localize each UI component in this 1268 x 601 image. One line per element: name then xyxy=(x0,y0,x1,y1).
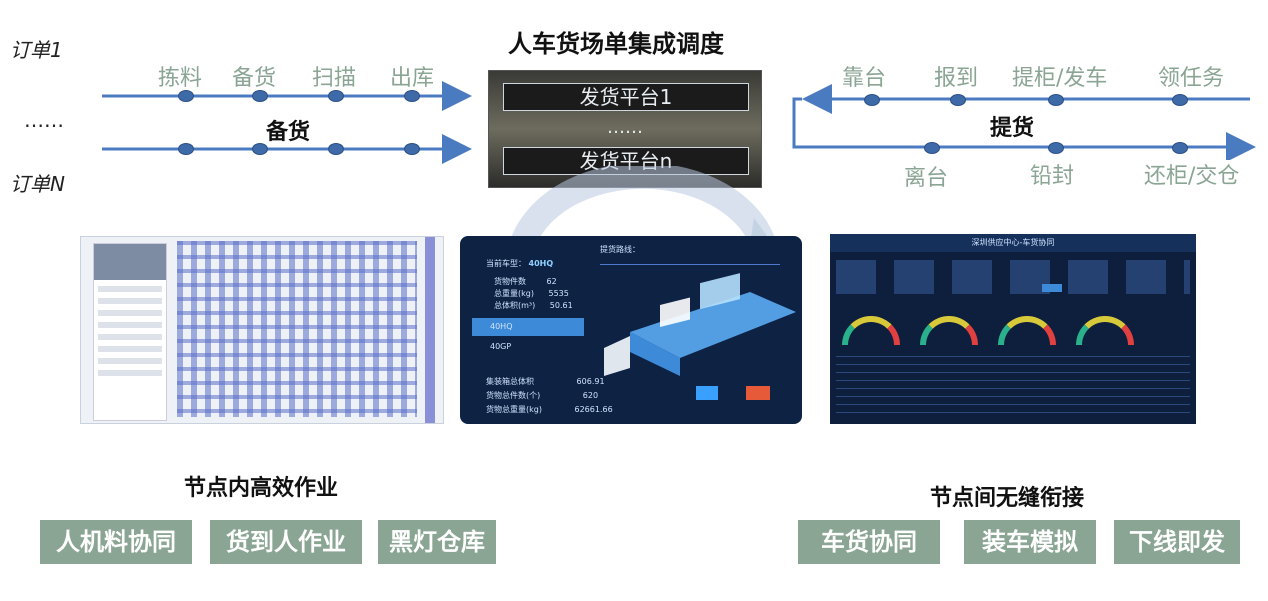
right-step-bottom-2: 铅封 xyxy=(1030,164,1075,189)
truck-mini-icons xyxy=(696,386,770,400)
truck-item-label: 货物件数 xyxy=(494,277,526,286)
warehouse-list-table xyxy=(93,243,167,421)
left-tag-2: 货到人作业 xyxy=(210,520,362,564)
right-bottom-heading: 节点间无缝衔接 xyxy=(930,486,1085,511)
dashboard-filter-area xyxy=(836,260,1190,294)
order-ellipsis: …… xyxy=(24,108,64,132)
right-node xyxy=(1172,94,1188,106)
truck-tab-40gp[interactable]: 40GP xyxy=(490,342,512,351)
right-step-bottom-1: 离台 xyxy=(904,166,949,191)
right-node xyxy=(1048,94,1064,106)
truck-item-value: 5535 xyxy=(548,289,569,298)
left-step-4: 出库 xyxy=(390,66,435,91)
truck-route-line xyxy=(600,264,780,265)
truck-loading-panel: 当前车型： 40HQ 货物件数 62 总重量(kg) 5535 总体积(m³) … xyxy=(460,236,802,424)
right-flow-arrow-return xyxy=(792,97,1256,160)
right-step-top-4: 领任务 xyxy=(1158,66,1225,91)
warehouse-map-panel xyxy=(80,236,444,424)
truck-3d-illustration xyxy=(604,273,796,376)
left-step-2: 备货 xyxy=(232,66,277,91)
order-first-label: 订单1 xyxy=(10,38,63,62)
left-node xyxy=(252,143,268,155)
diagram-title: 人车货场单集成调度 xyxy=(508,30,724,58)
right-flow-label: 提货 xyxy=(990,116,1035,141)
truck-bottom-label: 货物总件数(个) xyxy=(486,391,541,400)
platform-last: 发货平台n xyxy=(503,147,749,175)
truck-item-label: 总体积(m³) xyxy=(494,301,536,310)
left-node xyxy=(404,143,420,155)
right-node xyxy=(924,142,940,154)
right-node xyxy=(864,94,880,106)
truck-bottom-value: 620 xyxy=(582,391,599,400)
right-node xyxy=(1048,142,1064,154)
left-node xyxy=(178,143,194,155)
right-step-bottom-3: 还柜/交仓 xyxy=(1144,164,1240,189)
left-node xyxy=(328,90,344,102)
left-step-1: 拣料 xyxy=(158,66,203,91)
truck-bottom-label: 集装箱总体积 xyxy=(486,377,534,386)
right-flow-lines xyxy=(792,84,1256,160)
truck-bottom-value: 606.91 xyxy=(576,377,605,386)
warehouse-grid xyxy=(177,241,417,417)
left-bottom-heading: 节点内高效作业 xyxy=(184,476,339,501)
left-node xyxy=(404,90,420,102)
left-tag-1: 人机料协同 xyxy=(40,520,192,564)
left-node xyxy=(252,90,268,102)
warehouse-aisle-strip xyxy=(425,237,435,423)
right-node xyxy=(950,94,966,106)
truck-bottom-value: 62661.66 xyxy=(574,405,613,414)
truck-item-label: 当前车型： xyxy=(486,259,526,268)
right-tag-2: 装车模拟 xyxy=(964,520,1096,564)
left-flow-label: 备货 xyxy=(266,120,311,145)
order-last-label: 订单N xyxy=(10,172,65,196)
gauge-1 xyxy=(842,316,900,345)
right-step-top-1: 靠台 xyxy=(842,66,887,91)
dashboard-header: 深圳供应中心-车货协同 xyxy=(830,234,1196,252)
truck-item-value: 50.61 xyxy=(549,301,573,310)
right-step-top-3: 提柜/发车 xyxy=(1012,66,1108,91)
left-tag-3: 黑灯仓库 xyxy=(378,520,496,564)
truck-item-value: 62 xyxy=(546,277,557,286)
truck-bottom-label: 货物总重量(kg) xyxy=(486,405,542,414)
right-tag-3: 下线即发 xyxy=(1114,520,1240,564)
right-node xyxy=(1172,142,1188,154)
truck-tab-40hq[interactable]: 40HQ xyxy=(472,318,584,336)
gauge-4 xyxy=(1076,316,1134,345)
gauge-2 xyxy=(920,316,978,345)
truck-item-label: 总重量(kg) xyxy=(494,289,534,298)
left-node xyxy=(328,143,344,155)
truck-route-label: 提货路线： xyxy=(600,245,640,254)
gauge-3 xyxy=(998,316,1056,345)
dashboard-query-button[interactable] xyxy=(1042,284,1062,292)
vehicle-cargo-dashboard-panel: 深圳供应中心-车货协同 xyxy=(830,234,1196,424)
right-step-top-2: 报到 xyxy=(934,66,979,91)
platform-first: 发货平台1 xyxy=(503,83,749,111)
right-tag-1: 车货协同 xyxy=(798,520,940,564)
dashboard-title: 深圳供应中心-车货协同 xyxy=(971,238,1055,247)
left-node xyxy=(178,90,194,102)
platform-dots: …… xyxy=(607,117,643,138)
truck-item-value: 40HQ xyxy=(528,259,554,268)
left-step-3: 扫描 xyxy=(312,66,357,91)
